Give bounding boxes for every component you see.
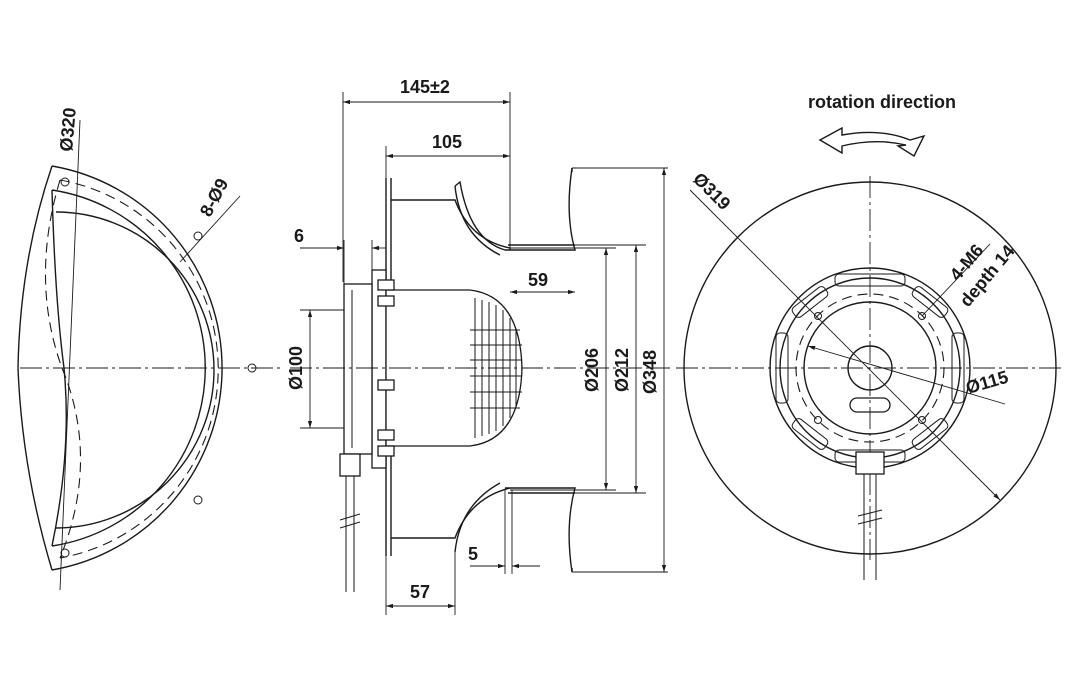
dim-115-line [807, 345, 1006, 405]
dim-diameter-320: Ø320 [56, 107, 80, 153]
dim-holes: 8-Ø9 [196, 175, 232, 220]
dim-diameter-206: Ø206 [582, 348, 602, 392]
motor-vent-slots [775, 273, 965, 463]
cable-gland-front [855, 451, 885, 475]
inlet-ring-view: Ø320 8-Ø9 [17, 107, 280, 591]
mount-hole [60, 548, 70, 558]
inlet-cone-lower [505, 487, 576, 573]
inlet-ring-inner [55, 211, 215, 529]
motor-bolt [377, 279, 395, 291]
dim-overall-depth: 145±2 [400, 77, 450, 97]
dim-flange-thickness: 6 [294, 226, 304, 246]
dim-diameter-348: Ø348 [640, 350, 660, 394]
cable-break [857, 509, 883, 517]
dim-motor-offset: 59 [528, 270, 548, 290]
cable-gland [339, 453, 361, 477]
motor-bolt [377, 295, 395, 307]
inlet-ring-left-dash [44, 179, 82, 559]
thread-hole [918, 312, 926, 320]
mount-hole [193, 231, 203, 241]
dim-inlet-depth: 57 [410, 582, 430, 602]
cable-break [857, 517, 883, 525]
blade-lower [391, 487, 511, 539]
thread-hole [918, 416, 926, 424]
dim-blade-depth: 105 [432, 132, 462, 152]
side-view: 145±2 105 6 59 Ø100 5 57 [286, 77, 670, 615]
flange-plate [343, 283, 373, 455]
cable-break [339, 521, 361, 529]
motor-bolt [377, 429, 395, 441]
inlet-ring-bolt-circle [59, 179, 219, 559]
dim-diameter-100: Ø100 [286, 346, 306, 390]
dim-diameter-319: Ø319 [689, 169, 734, 214]
blade-lower-edge [454, 482, 501, 553]
mount-hole [60, 177, 70, 187]
inlet-diameter-line [59, 119, 81, 591]
holes-leader [179, 195, 241, 263]
front-view: Ø319 Ø115 4-M6 depth 14 rotation directi… [676, 92, 1062, 580]
blade-upper-edge [454, 185, 501, 256]
dim-inlet-gap: 5 [468, 544, 478, 564]
mount-hole [247, 363, 257, 373]
rotation-label: rotation direction [808, 92, 956, 112]
motor-bolt [377, 445, 395, 457]
dim-319-line [689, 189, 1001, 501]
rotation-arrow-icon [818, 126, 926, 158]
inlet-ring-left-edge [17, 165, 53, 571]
thread-hole [814, 416, 822, 424]
dim-diameter-212: Ø212 [612, 348, 632, 392]
inlet-cone-upper [505, 167, 576, 251]
cable-break [339, 513, 361, 521]
blade-upper [391, 199, 511, 250]
thread-leader [921, 243, 991, 317]
motor-bolt [377, 379, 395, 391]
thread-hole [814, 312, 822, 320]
mount-hole [193, 495, 203, 505]
blade-upper-curve [454, 180, 506, 251]
